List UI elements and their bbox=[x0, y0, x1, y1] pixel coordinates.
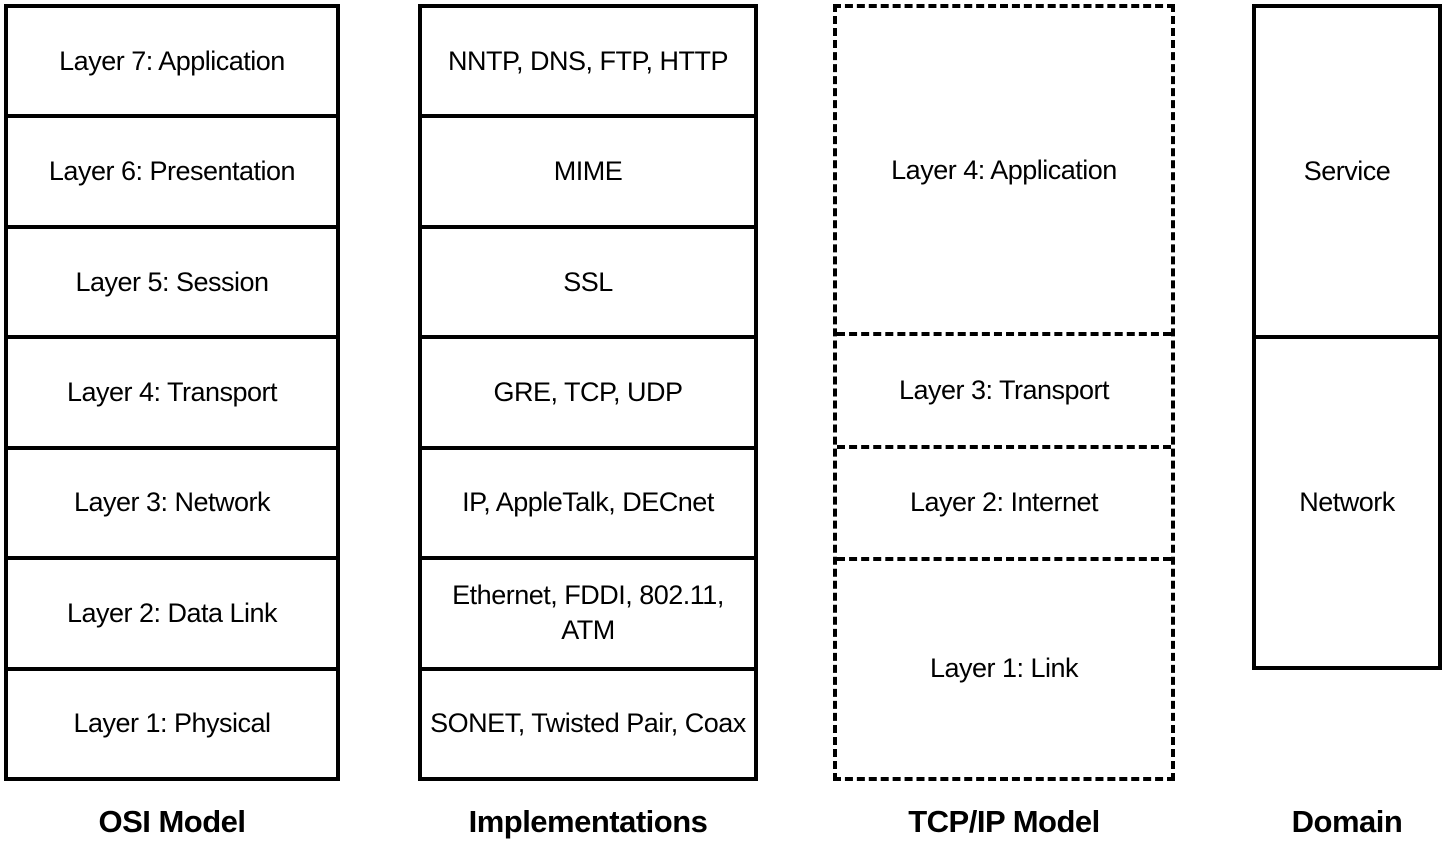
impl-box-presentation: MIME bbox=[422, 118, 754, 229]
implementations-caption: Implementations bbox=[468, 804, 708, 839]
tcpip-box-link: Layer 1: Link bbox=[929, 653, 1079, 684]
osi-box-layer1: Layer 1: Physical bbox=[73, 708, 271, 739]
domain-column: Service Network bbox=[1252, 4, 1442, 670]
tcpip-box-internet: Layer 2: Internet bbox=[837, 449, 1171, 561]
impl-box-network: IP, AppleTalk, DECnet bbox=[422, 450, 754, 561]
osi-model-caption: OSI Model bbox=[98, 804, 246, 839]
impl-box-datalink: Ethernet, FDDI, 802.11, ATM bbox=[422, 560, 754, 671]
impl-box-session: SSL bbox=[422, 229, 754, 340]
osi-box-layer4: Layer 4: Transport bbox=[8, 339, 336, 450]
osi-box-layer5: Layer 5: Session bbox=[8, 229, 336, 340]
domain-box-service: Service bbox=[1256, 8, 1438, 339]
implementations-column: NNTP, DNS, FTP, HTTP MIME SSL GRE, TCP, … bbox=[418, 4, 758, 781]
tcpip-box-application: Layer 4: Application bbox=[837, 8, 1171, 337]
impl-box-physical: SONET, Twisted Pair, Coax bbox=[430, 708, 746, 739]
tcpip-model-column: Layer 4: Application Layer 3: Transport … bbox=[833, 4, 1175, 781]
osi-box-layer3: Layer 3: Network bbox=[8, 450, 336, 561]
impl-box-application: NNTP, DNS, FTP, HTTP bbox=[422, 8, 754, 119]
domain-caption: Domain bbox=[1291, 804, 1403, 839]
osi-box-layer6: Layer 6: Presentation bbox=[8, 118, 336, 229]
tcpip-box-transport: Layer 3: Transport bbox=[837, 336, 1171, 449]
tcpip-model-caption: TCP/IP Model bbox=[908, 804, 1100, 839]
impl-box-transport: GRE, TCP, UDP bbox=[422, 339, 754, 450]
osi-box-layer2: Layer 2: Data Link bbox=[8, 560, 336, 671]
osi-model-column: Layer 7: Application Layer 6: Presentati… bbox=[4, 4, 340, 781]
osi-box-layer7: Layer 7: Application bbox=[8, 8, 336, 119]
domain-box-network: Network bbox=[1299, 486, 1395, 517]
